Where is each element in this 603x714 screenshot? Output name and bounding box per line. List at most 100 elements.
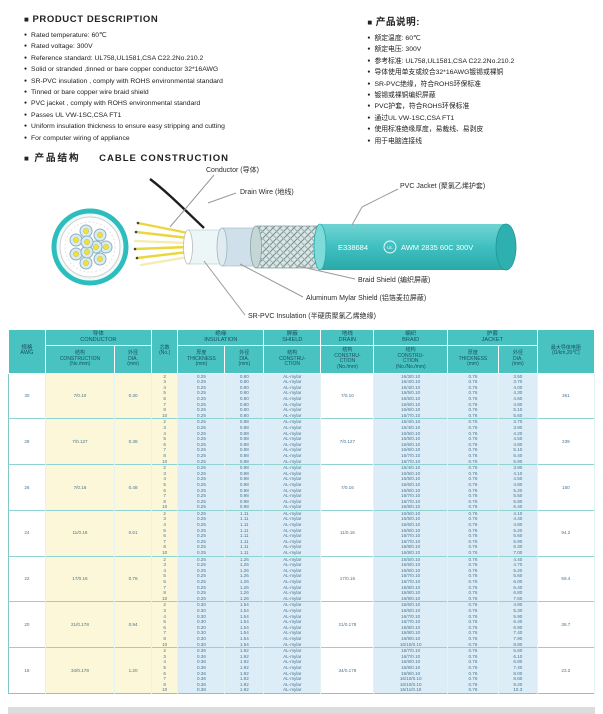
cell-insulation-thickness: 0.25 [177,424,226,431]
cell-shield-construction: AL-mylar [263,522,322,528]
cell-jacket-thickness: 0.76 [447,379,499,385]
cell-braid-construction: 16/6/0.10 [373,481,448,488]
cell-insulation-thickness: 0.30 [177,630,226,636]
cell-cores: 3 [151,516,179,523]
cell-jacket-thickness: 0.76 [447,481,499,488]
cell-insulation-dia: 0.80 [224,407,265,413]
bullet-text: For computer wiring of appliance [31,134,130,142]
label-sr-pvc: SR-PVC Insulation (半硬质聚氯乙烯绝缘) [248,313,376,321]
cell-jacket-thickness: 0.76 [447,390,499,396]
cell-braid-construction: 16/6/0.10 [373,407,448,413]
cell-cores: 10 [151,458,179,465]
cell-jacket-dia: 6.90 [498,624,538,631]
cell-shield-construction: AL-mylar [263,550,322,557]
bullet-text: 导体使用单支或绞合32*16AWG镀锡或裸铜 [374,69,504,77]
cell-insulation-dia: 0.98 [224,487,265,494]
bullet-item: ●镀锡或裸铜编织屏蔽 [367,90,589,101]
circle-bullet-icon: ● [24,134,28,141]
cell-insulation-dia: 1.54 [224,619,265,625]
cell-jacket-dia: 8.80 [498,641,538,648]
cell-insulation-dia: 1.11 [224,538,265,545]
cell-awg: 28 [8,418,46,465]
square-bullet-icon: ■ [24,154,29,164]
cell-shield-construction: AL-mylar [263,436,322,442]
product-description-title-en: ■PRODUCT DESCRIPTION [24,14,331,25]
cell-insulation-thickness: 0.25 [177,562,226,568]
cell-cores: 5 [151,527,179,534]
cell-jacket-thickness: 0.76 [447,458,499,465]
header-cores: 芯数 (No.) [150,329,179,374]
cell-insulation-dia: 1.92 [224,676,265,682]
cell-conductor-construction: 21/0.178 [45,601,116,648]
header-braid: 编织 BRAID [373,329,448,347]
cell-jacket-thickness: 0.76 [447,487,499,494]
cell-max-resistance: 59.4 [537,555,596,602]
cell-max-resistance: 150 [537,464,596,511]
cell-braid-construction: 16/7/0.10 [373,493,448,499]
cell-insulation-dia: 1.54 [224,601,265,608]
bullet-item: ●Uniform insulation thickness to ensure … [24,121,331,132]
cell-insulation-thickness: 0.25 [177,555,226,563]
cell-cores: 2 [151,555,179,563]
cell-braid-construction: 16/4/0.10 [373,424,448,431]
cell-cores: 4 [151,430,179,437]
cell-cores: 10 [151,504,179,511]
cell-braid-construction: 16/8/0.10 [373,550,448,557]
cell-jacket-thickness: 0.76 [447,550,499,557]
bullet-item: ●导体使用单支或绞合32*16AWG镀锡或裸铜 [367,67,589,78]
cell-cores: 7 [151,447,179,453]
bullet-item: ●使用标准绝缘厚度，易裁线、易剥皮 [367,124,589,135]
header-resistance: 最大导体电阻 (Ω/km,20℃) [536,329,596,374]
jacket-marking-text: AWM 2835 60C 300V [401,243,473,252]
cable-construction-diagram: E338684 UL AWM 2835 60C 300V Conductor (… [0,165,603,327]
cell-jacket-thickness: 0.76 [447,630,499,636]
cell-cores: 10 [151,595,179,602]
cell-jacket-thickness: 0.76 [447,372,499,380]
cell-insulation-dia: 0.88 [224,447,265,453]
bullet-item: ●通过UL VW-1SC,CSA FT1 [367,113,589,124]
cell-shield-construction: AL-mylar [263,379,322,385]
cell-insulation-thickness: 0.36 [177,670,226,677]
bullet-item: ●额定电压: 300V [367,44,589,55]
pvc-jacket-layer: E338684 UL AWM 2835 60C 300V [313,223,517,271]
circle-bullet-icon: ● [24,89,28,96]
cell-shield-construction: AL-mylar [263,613,322,620]
cell-cores: 4 [151,613,179,620]
cell-cores: 6 [151,624,179,631]
cell-shield-construction: AL-mylar [263,653,322,660]
cell-insulation-thickness: 0.36 [177,664,226,671]
cell-cores: 7 [151,401,179,408]
cell-cores: 5 [151,619,179,625]
cable-cross-section [51,208,129,286]
cell-cores: 8 [151,544,179,551]
cell-jacket-thickness: 0.76 [447,407,499,413]
bullet-item: ●Solid or stranded ,tinned or bare coppe… [24,64,331,75]
circle-bullet-icon: ● [24,111,28,118]
header-shield: 屏蔽 SHIELD [263,329,322,347]
cell-insulation-thickness: 0.25 [177,441,226,448]
cell-jacket-dia: 5.30 [498,607,538,614]
cell-insulation-thickness: 0.25 [177,498,226,505]
cell-insulation-thickness: 0.25 [177,527,226,534]
header-shield-construction: 结构 CONSTRU- CTION [263,345,322,374]
conductor-strands [133,221,190,267]
cell-insulation-thickness: 0.30 [177,624,226,631]
header-conductor-dia: 外径 DIA. (mm) [114,345,152,374]
bullet-text: SR-PVC insulation , comply with ROHS env… [31,77,223,85]
cell-jacket-thickness: 0.76 [447,544,499,551]
cell-braid-construction: 16/10/0.10 [373,676,448,682]
cell-braid-construction: 16/7/0.10 [373,533,448,539]
cell-insulation-thickness: 0.30 [177,619,226,625]
square-bullet-icon: ■ [24,15,30,24]
cell-jacket-thickness: 0.76 [447,401,499,408]
cell-jacket-dia: 5.60 [498,533,538,539]
